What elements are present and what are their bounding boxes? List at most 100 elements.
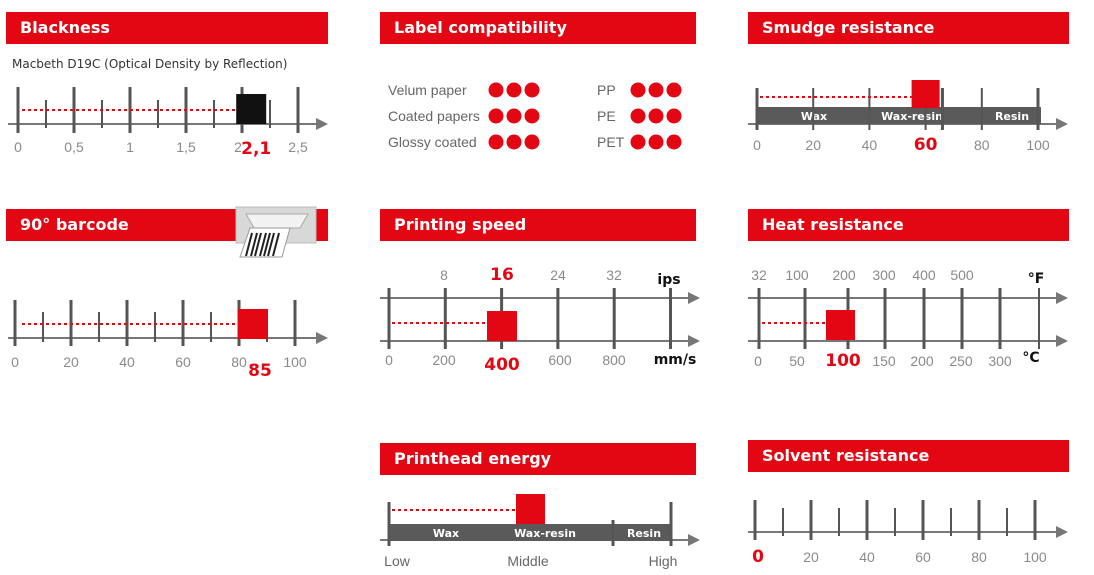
heat-top-tick-label: 400 xyxy=(912,267,936,283)
heat-bottom-tick-label: 250 xyxy=(949,353,973,369)
blackness-tick-label: 2 xyxy=(234,139,242,155)
blackness-value-marker xyxy=(236,94,267,124)
speed-bottom-tick-label: 200 xyxy=(432,352,456,368)
heat-top-tick-label: 300 xyxy=(872,267,896,283)
speed-bottom-tick-label: 0 xyxy=(385,352,393,368)
energy-value-marker xyxy=(516,494,545,524)
smudge-tick-label: 40 xyxy=(862,137,878,153)
solvent-tick-label: 40 xyxy=(859,549,875,565)
blackness-subtitle: Macbeth D19C (Optical Density by Reflect… xyxy=(12,57,287,71)
speed-bottom-tick-label: 800 xyxy=(602,352,626,368)
compat-rating-dot xyxy=(648,108,664,124)
heat-resistance-header: Heat resistance xyxy=(748,209,1069,241)
heat-top-axis-arrow xyxy=(1056,292,1068,304)
smudge-axis-arrow xyxy=(1056,118,1068,130)
heat-bottom-tick-label: 50 xyxy=(789,353,805,369)
smudge-band xyxy=(757,107,1041,124)
compat-rating-dot xyxy=(648,82,664,98)
barcode-tick-label: 40 xyxy=(119,354,135,370)
compat-rating-dot xyxy=(488,82,504,98)
compat-rating-dot xyxy=(666,134,682,150)
speed-bottom-axis-arrow xyxy=(688,335,700,347)
heat-bottom-tick-label: 0 xyxy=(754,353,762,369)
solvent-value-label: 0 xyxy=(752,547,764,567)
barcode-value-marker xyxy=(238,309,268,339)
compat-rating-dot xyxy=(666,82,682,98)
heat-value-marker xyxy=(826,310,855,340)
compat-rating-dot xyxy=(524,82,540,98)
printing-speed-header: Printing speed xyxy=(380,209,696,241)
solvent-axis-arrow xyxy=(1056,526,1068,538)
solvent-tick-label: 20 xyxy=(803,549,819,565)
smudge-resistance-header: Smudge resistance xyxy=(748,12,1069,44)
speed-value-marker xyxy=(487,311,517,341)
compat-rating-dot xyxy=(524,108,540,124)
energy-tick-label: High xyxy=(649,553,678,569)
speed-top-tick-label: 24 xyxy=(550,267,566,283)
solvent-tick-label: 60 xyxy=(915,549,931,565)
solvent-tick-label: 100 xyxy=(1023,549,1047,565)
compat-rating-dot xyxy=(488,108,504,124)
energy-band-label: Resin xyxy=(627,527,661,540)
smudge-tick-label: 0 xyxy=(753,137,761,153)
barcode-tick-label: 60 xyxy=(175,354,191,370)
blackness-header: Blackness xyxy=(6,12,328,44)
solvent-resistance-header: Solvent resistance xyxy=(748,440,1069,472)
blackness-tick-label: 0,5 xyxy=(64,139,84,155)
heat-top-tick-label: 32 xyxy=(751,267,767,283)
blackness-tick-label: 2,5 xyxy=(288,139,308,155)
compat-rating-dot xyxy=(506,134,522,150)
heat-bottom-axis-arrow xyxy=(1056,335,1068,347)
heat-bottom-tick-label: 300 xyxy=(988,353,1012,369)
barcode-value-label: 85 xyxy=(248,361,272,381)
smudge-tick-label: 100 xyxy=(1026,137,1050,153)
energy-band-label: Wax-resin xyxy=(514,527,576,540)
compat-rating-dot xyxy=(524,134,540,150)
energy-tick-label: Middle xyxy=(507,553,548,569)
heat-value-label: 100 xyxy=(825,351,861,371)
solvent-tick-label: 80 xyxy=(971,549,987,565)
barcode-axis-arrow xyxy=(316,332,328,344)
heat-bottom-tick-label: 150 xyxy=(872,353,896,369)
energy-band xyxy=(389,524,671,541)
compat-label: PET xyxy=(597,134,625,150)
compat-rating-dot xyxy=(630,82,646,98)
compat-label: PP xyxy=(597,82,616,98)
energy-tick-label: Low xyxy=(384,553,411,569)
smudge-value-marker xyxy=(911,80,940,108)
heat-bottom-unit: °C xyxy=(1022,350,1039,366)
compat-rating-dot xyxy=(630,108,646,124)
label-compatibility-header: Label compatibility xyxy=(380,12,696,44)
speed-top-axis-arrow xyxy=(688,292,700,304)
smudge-tick-label: 20 xyxy=(805,137,821,153)
barcode-icon xyxy=(235,206,317,258)
smudge-tick-label: 80 xyxy=(974,137,990,153)
speed-value-label-ips: 16 xyxy=(490,265,514,285)
compat-rating-dot xyxy=(506,82,522,98)
compat-label: Coated papers xyxy=(388,108,480,124)
speed-bottom-unit: mm/s xyxy=(654,352,697,368)
heat-top-tick-label: 500 xyxy=(950,267,974,283)
barcode-tick-label: 0 xyxy=(11,354,19,370)
compat-rating-dot xyxy=(488,134,504,150)
speed-bottom-tick-label: 600 xyxy=(548,352,572,368)
energy-axis-arrow xyxy=(688,534,700,546)
speed-top-tick-label: 32 xyxy=(606,267,622,283)
blackness-tick-label: 1 xyxy=(126,139,134,155)
heat-top-tick-label: 100 xyxy=(785,267,809,283)
printhead-energy-header: Printhead energy xyxy=(380,443,696,475)
compat-label: Glossy coated xyxy=(388,134,477,150)
smudge-value-label: 60 xyxy=(914,135,938,155)
speed-top-tick-label: 8 xyxy=(440,267,448,283)
speed-top-unit: ips xyxy=(657,272,680,288)
smudge-band-label: Wax-resin xyxy=(881,110,943,123)
compat-rating-dot xyxy=(630,134,646,150)
barcode-tick-label: 80 xyxy=(231,354,247,370)
compat-label: Velum paper xyxy=(388,82,467,98)
compat-rating-dot xyxy=(666,108,682,124)
blackness-tick-label: 0 xyxy=(14,139,22,155)
speed-value-label-mms: 400 xyxy=(484,355,520,375)
blackness-axis-arrow xyxy=(316,118,328,130)
compat-rating-dot xyxy=(506,108,522,124)
